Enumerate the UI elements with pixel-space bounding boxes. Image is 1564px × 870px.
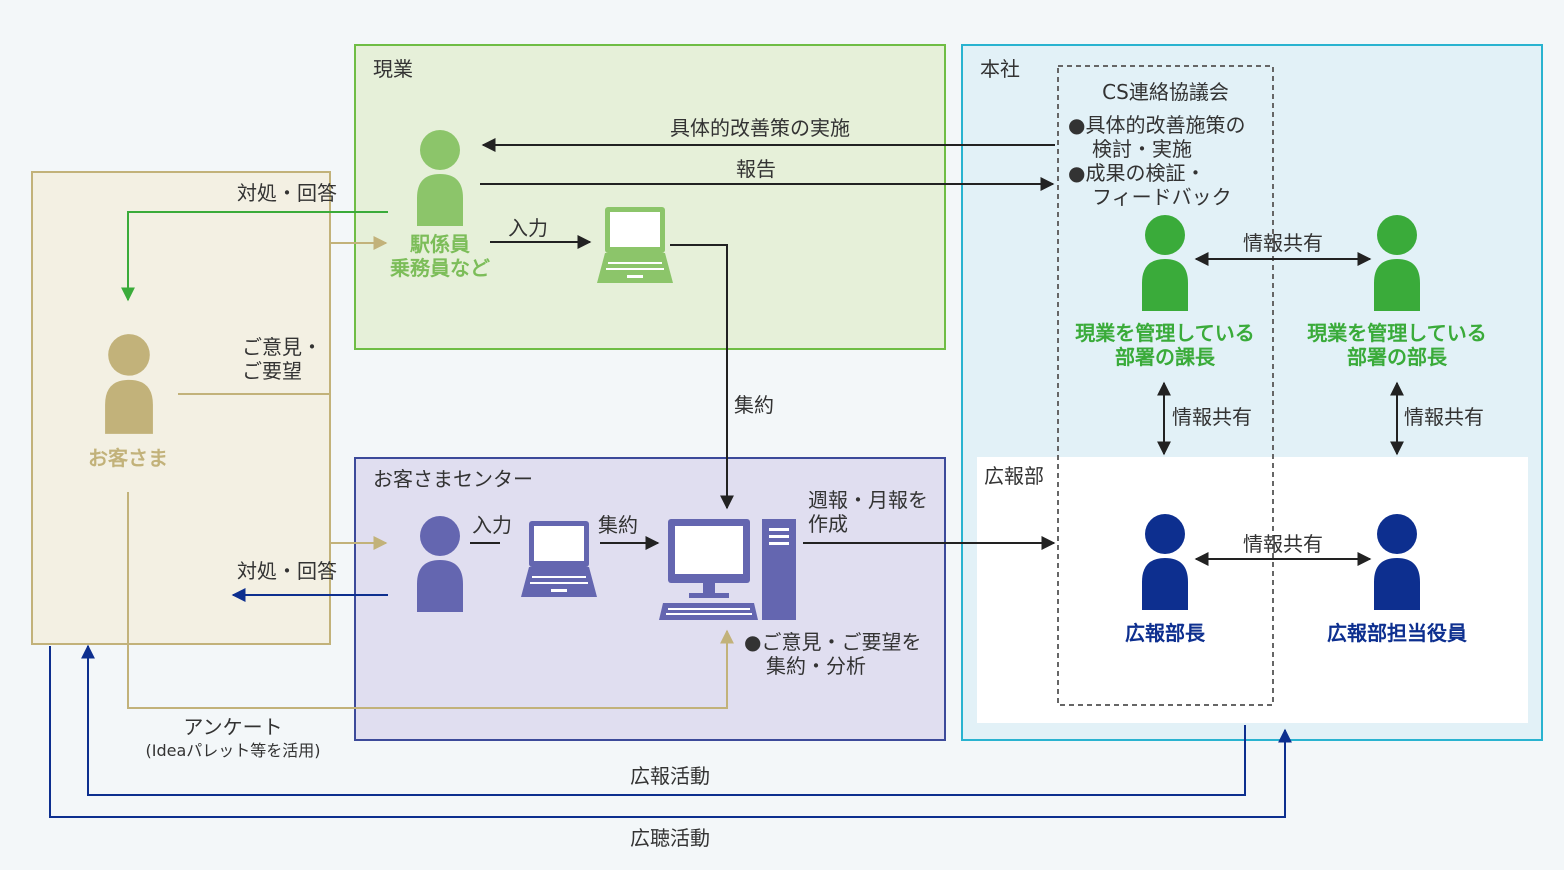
genba-laptop-icon: [597, 207, 673, 283]
desktop-computer-icon: [659, 519, 796, 620]
info-share-managers-label: 情報共有: [1243, 231, 1323, 255]
implementation-label: 具体的改善策の実施: [670, 116, 850, 140]
pr-activity-label: 広報活動: [630, 764, 710, 788]
genba-title: 現業: [373, 57, 413, 81]
station-staff-label-1: 駅係員: [410, 232, 470, 256]
customer-center-title: お客さまセンター: [373, 467, 533, 491]
survey-arrow: [127, 492, 734, 709]
council-note-1: ●具体的改善施策の: [1068, 113, 1246, 137]
opinions-down-arrow: [329, 394, 388, 550]
council-note-4: フィードバック: [1092, 185, 1232, 209]
response-top-arrow: [121, 211, 388, 302]
cs-council-title: CS連絡協議会: [1102, 80, 1229, 104]
opinions-label-2: ご要望: [242, 359, 302, 383]
station-staff-label-2: 乗務員など: [390, 256, 490, 280]
listening-activity-arrow: [49, 646, 1292, 818]
report-label: 報告: [736, 157, 776, 181]
weekly-monthly-label-1: 週報・月報を: [808, 488, 928, 512]
listening-activity-label: 広聴活動: [630, 826, 710, 850]
aggregate-vertical-label: 集約: [734, 393, 774, 417]
response-bottom-label: 対処・回答: [237, 559, 337, 583]
response-top-label: 対処・回答: [237, 181, 337, 205]
info-share-pr-label: 情報共有: [1243, 532, 1323, 556]
opinions-up-arrow: [329, 236, 388, 394]
manager-dept-label-1: 現業を管理している: [1307, 321, 1487, 345]
center-note-2: 集約・分析: [766, 654, 866, 678]
pr-head-label: 広報部長: [1125, 621, 1205, 645]
customer-region: [31, 171, 331, 645]
cs-council-region: [1057, 65, 1274, 706]
pr-dept-region: [977, 457, 1528, 723]
pr-dept-title: 広報部: [984, 464, 1044, 488]
manager-section-label-1: 現業を管理している: [1075, 321, 1255, 345]
weekly-monthly-label-2: 作成: [808, 512, 848, 536]
aggregate-vertical-arrow: [670, 244, 734, 510]
center-laptop-icon: [521, 521, 597, 597]
manager-section-label-2: 部署の課長: [1115, 345, 1215, 369]
honsha-title: 本社: [980, 57, 1020, 81]
info-share-left-label: 情報共有: [1172, 405, 1252, 429]
survey-note: (Ideaパレット等を活用): [145, 741, 321, 760]
info-share-right-label: 情報共有: [1404, 405, 1484, 429]
customer-label: お客さま: [88, 446, 168, 470]
council-note-3: ●成果の検証・: [1068, 161, 1206, 185]
manager-dept-label-2: 部署の部長: [1347, 345, 1447, 369]
council-note-2: 検討・実施: [1092, 137, 1192, 161]
survey-label: アンケート: [183, 715, 283, 739]
pr-exec-label: 広報部担当役員: [1327, 621, 1467, 645]
pr-activity-arrow: [81, 644, 1246, 796]
input-center-label: 入力: [472, 513, 512, 537]
aggregate-center-label: 集約: [598, 513, 638, 537]
center-note-1: ●ご意見・ご要望を: [744, 630, 922, 654]
input-top-label: 入力: [508, 216, 548, 240]
opinions-label-1: ご意見・: [242, 335, 322, 359]
